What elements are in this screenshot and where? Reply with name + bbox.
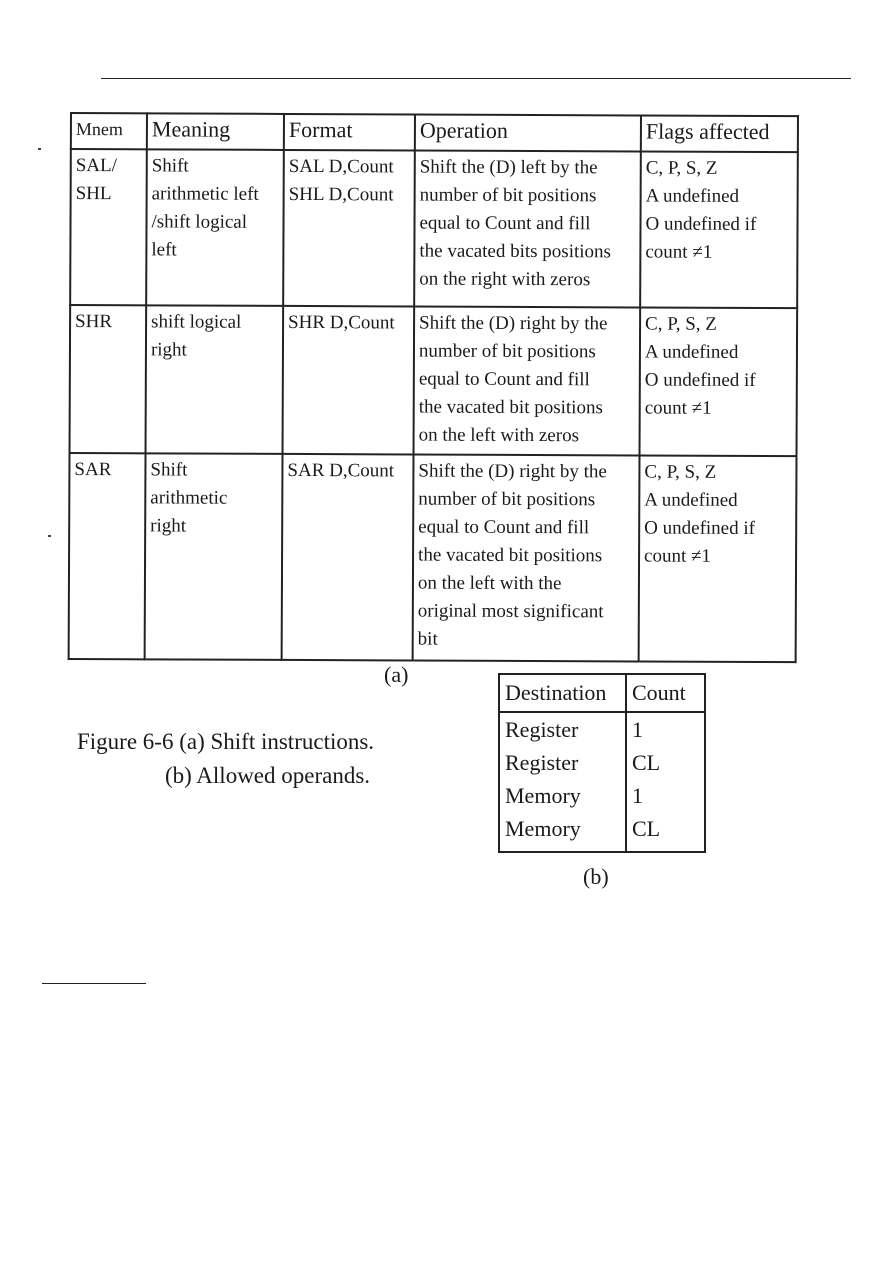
format-line: SAL D,Count xyxy=(288,155,394,178)
figure-caption: Figure 6-6 (a) Shift instructions. (b) A… xyxy=(77,725,374,793)
meaning-line: /shift logical xyxy=(151,211,248,233)
format-cell: SAL D,Count SHL D,Count xyxy=(283,149,415,307)
meaning-cell: Shift arithmetic left /shift logical lef… xyxy=(146,149,284,306)
flags-line: count ≠1 xyxy=(644,397,712,419)
operation-line: Shift the (D) right by the xyxy=(419,312,608,335)
table-row: Register 1 xyxy=(499,712,705,746)
destination-cell: Register xyxy=(499,712,627,746)
flags-line: count ≠1 xyxy=(645,241,713,263)
subfigure-label-a: (a) xyxy=(384,662,409,687)
figure-caption-line: (b) Allowed operands. xyxy=(165,763,371,788)
meaning-line: right xyxy=(150,515,187,537)
table-header-row: Destination Count xyxy=(499,674,705,713)
table-header-row: Mnem Meaning Format Operation Flags affe… xyxy=(70,113,798,153)
count-cell: CL xyxy=(632,750,661,775)
flags-line: O undefined if xyxy=(644,517,756,539)
operation-line: bit xyxy=(417,628,438,650)
flags-line: A undefined xyxy=(644,341,739,363)
count-cell: 1 xyxy=(632,783,643,808)
operation-line: on the left with the xyxy=(417,572,562,595)
meaning-line: shift logical xyxy=(151,311,242,333)
operation-line: equal to Count and fill xyxy=(419,212,591,235)
column-header-destination: Destination xyxy=(499,674,627,713)
figure-caption-line: Figure 6-6 (a) Shift instructions. xyxy=(77,729,375,754)
destination-cell: Register xyxy=(499,746,627,779)
meaning-line: arithmetic left xyxy=(151,183,259,205)
meaning-line: left xyxy=(151,239,177,261)
operation-cell: Shift the (D) left by the number of bit … xyxy=(414,150,641,308)
flags-line: O undefined if xyxy=(645,213,757,235)
meaning-line: Shift xyxy=(150,459,188,481)
table-row: SHR shift logical right SHR D,Count Shif… xyxy=(69,305,798,457)
flags-line: count ≠1 xyxy=(644,545,712,567)
flags-line: C, P, S, Z xyxy=(645,157,718,179)
column-header-count: Count xyxy=(626,674,705,713)
format-cell: SHR D,Count xyxy=(282,305,415,455)
column-header-mnem: Mnem xyxy=(70,113,147,150)
table-row: Memory CL xyxy=(499,812,705,852)
operation-line: number of bit positions xyxy=(418,340,596,363)
column-header-format: Format xyxy=(283,113,415,151)
table-row: SAL/ SHL Shift arithmetic left /shift lo… xyxy=(70,149,798,309)
destination-cell: Memory xyxy=(499,779,627,812)
mnemonic-line: SAL/ xyxy=(75,155,117,177)
operation-line: the vacated bit positions xyxy=(418,544,603,567)
operation-line: Shift the (D) right by the xyxy=(418,460,607,483)
format-line: SHR D,Count xyxy=(288,311,395,334)
operation-line: the vacated bit positions xyxy=(418,396,603,419)
shift-instructions-table: Mnem Meaning Format Operation Flags affe… xyxy=(68,112,799,663)
mnemonic-line: SHL xyxy=(75,183,112,205)
mnemonic-line: SAR xyxy=(74,459,112,481)
mnemonic-cell: SAL/ SHL xyxy=(70,149,147,306)
column-header-flags: Flags affected xyxy=(640,115,798,153)
table-row: Register CL xyxy=(499,746,705,779)
operation-line: on the right with zeros xyxy=(419,268,591,291)
operation-line: on the left with zeros xyxy=(418,424,580,447)
operation-line: the vacated bits positions xyxy=(419,240,612,263)
flags-line: O undefined if xyxy=(644,369,756,391)
meaning-line: Shift xyxy=(151,155,189,177)
operation-cell: Shift the (D) right by the number of bit… xyxy=(413,306,641,456)
mnemonic-line: SHR xyxy=(75,311,113,333)
flags-cell: C, P, S, Z A undefined O undefined if co… xyxy=(640,151,798,309)
meaning-line: right xyxy=(150,339,187,361)
operation-line: Shift the (D) left by the xyxy=(419,156,598,179)
footnote-rule xyxy=(42,983,146,984)
format-line: SAR D,Count xyxy=(287,459,395,482)
format-cell: SAR D,Count xyxy=(281,453,414,661)
flags-cell: C, P, S, Z A undefined O undefined if co… xyxy=(638,455,797,663)
meaning-cell: Shift arithmetic right xyxy=(144,453,283,660)
subfigure-label-b: (b) xyxy=(583,864,609,889)
format-line: SHL D,Count xyxy=(288,183,394,206)
destination-cell: Memory xyxy=(499,812,627,852)
top-rule xyxy=(101,78,851,79)
count-cell: 1 xyxy=(632,717,643,742)
flags-line: A undefined xyxy=(644,489,738,511)
scan-mark xyxy=(48,535,51,537)
meaning-cell: shift logical right xyxy=(145,305,284,454)
flags-cell: C, P, S, Z A undefined O undefined if co… xyxy=(639,307,798,457)
table-row: SAR Shift arithmetic right SAR D,Count S… xyxy=(68,453,797,663)
table-row: Memory 1 xyxy=(499,779,705,812)
operation-cell: Shift the (D) right by the number of bit… xyxy=(412,454,640,662)
allowed-operands-table: Destination Count Register 1 Register CL… xyxy=(498,673,706,853)
flags-line: A undefined xyxy=(645,185,740,207)
operation-line: number of bit positions xyxy=(418,488,596,511)
column-header-operation: Operation xyxy=(414,114,641,152)
operation-line: original most significant xyxy=(417,600,604,623)
meaning-line: arithmetic xyxy=(150,487,228,509)
scan-mark xyxy=(38,148,41,150)
flags-line: C, P, S, Z xyxy=(645,313,717,335)
mnemonic-cell: SAR xyxy=(68,453,146,660)
flags-line: C, P, S, Z xyxy=(644,461,717,483)
operation-line: number of bit positions xyxy=(419,184,597,207)
operation-line: equal to Count and fill xyxy=(418,368,590,391)
column-header-meaning: Meaning xyxy=(146,113,284,150)
mnemonic-cell: SHR xyxy=(69,305,147,454)
count-cell: CL xyxy=(632,816,661,841)
operation-line: equal to Count and fill xyxy=(418,516,590,539)
